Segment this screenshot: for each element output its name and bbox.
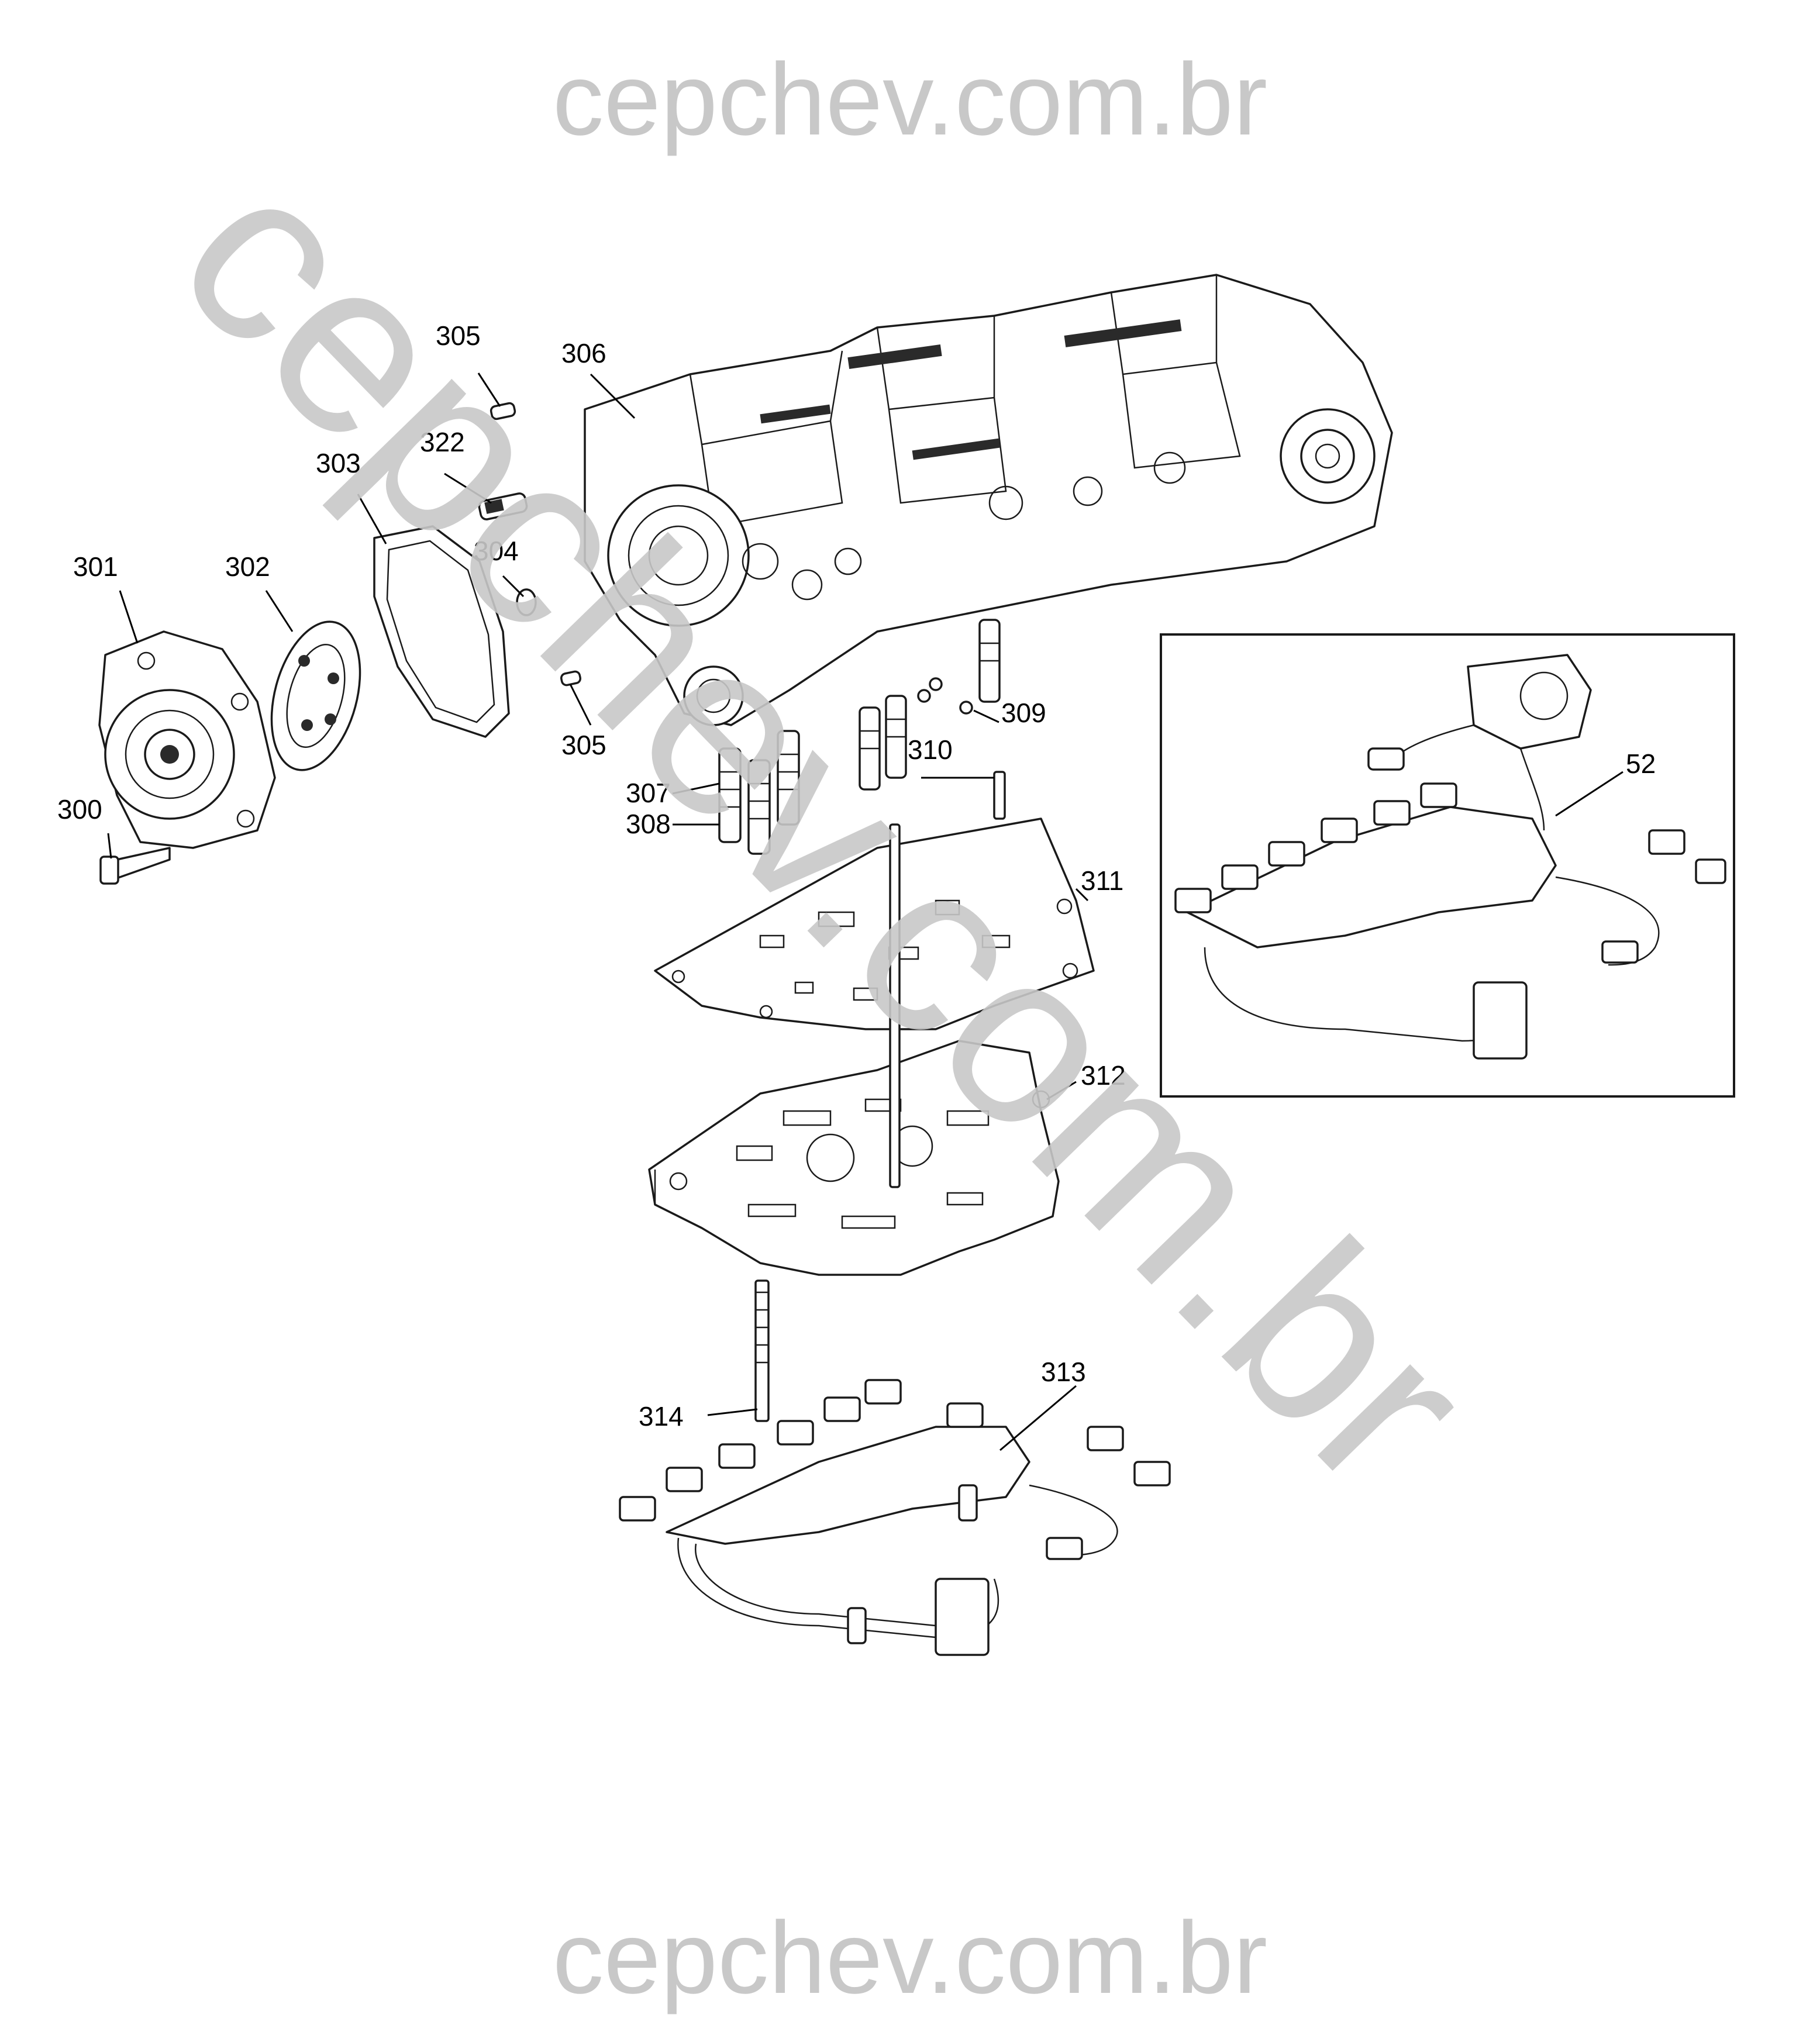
lower-valve-body — [648, 1040, 1060, 1276]
watermark-bottom: cepchev.com.br — [553, 1901, 1267, 2015]
inset-panel — [1160, 633, 1735, 1098]
long-bolts — [754, 771, 1006, 1422]
callout-305-bottom: 305 — [561, 730, 606, 760]
callout-306: 306 — [561, 338, 606, 368]
callout-304: 304 — [474, 536, 519, 566]
callout-301: 301 — [73, 551, 118, 582]
callout-313: 313 — [1041, 1357, 1086, 1387]
callout-322: 322 — [420, 427, 465, 457]
callout-310: 310 — [908, 734, 953, 765]
pump-gasket — [373, 525, 510, 738]
bolt — [99, 847, 171, 885]
callout-305-top: 305 — [436, 320, 481, 351]
wiring-harness — [619, 1379, 1171, 1656]
leader-lines — [107, 372, 1623, 1451]
callout-303: 303 — [316, 448, 361, 478]
valve-body-housing — [584, 274, 1393, 726]
pump-rotor — [270, 620, 361, 771]
callout-labels: 305 306 322 303 301 302 304 300 305 309 … — [57, 320, 1656, 1432]
callout-52: 52 — [1626, 748, 1656, 779]
callout-314: 314 — [639, 1401, 684, 1432]
pins — [478, 402, 581, 687]
separator-plate — [654, 818, 1095, 1030]
callout-309: 309 — [1001, 698, 1046, 728]
springs-valves — [718, 619, 1001, 855]
callout-312: 312 — [1081, 1060, 1126, 1091]
callout-308: 308 — [626, 809, 671, 839]
callout-311: 311 — [1081, 865, 1123, 896]
watermark-top: cepchev.com.br — [553, 43, 1267, 157]
callout-300: 300 — [57, 794, 102, 825]
callout-307: 307 — [626, 778, 671, 808]
callout-302: 302 — [225, 551, 270, 582]
pump-cover — [98, 630, 276, 849]
